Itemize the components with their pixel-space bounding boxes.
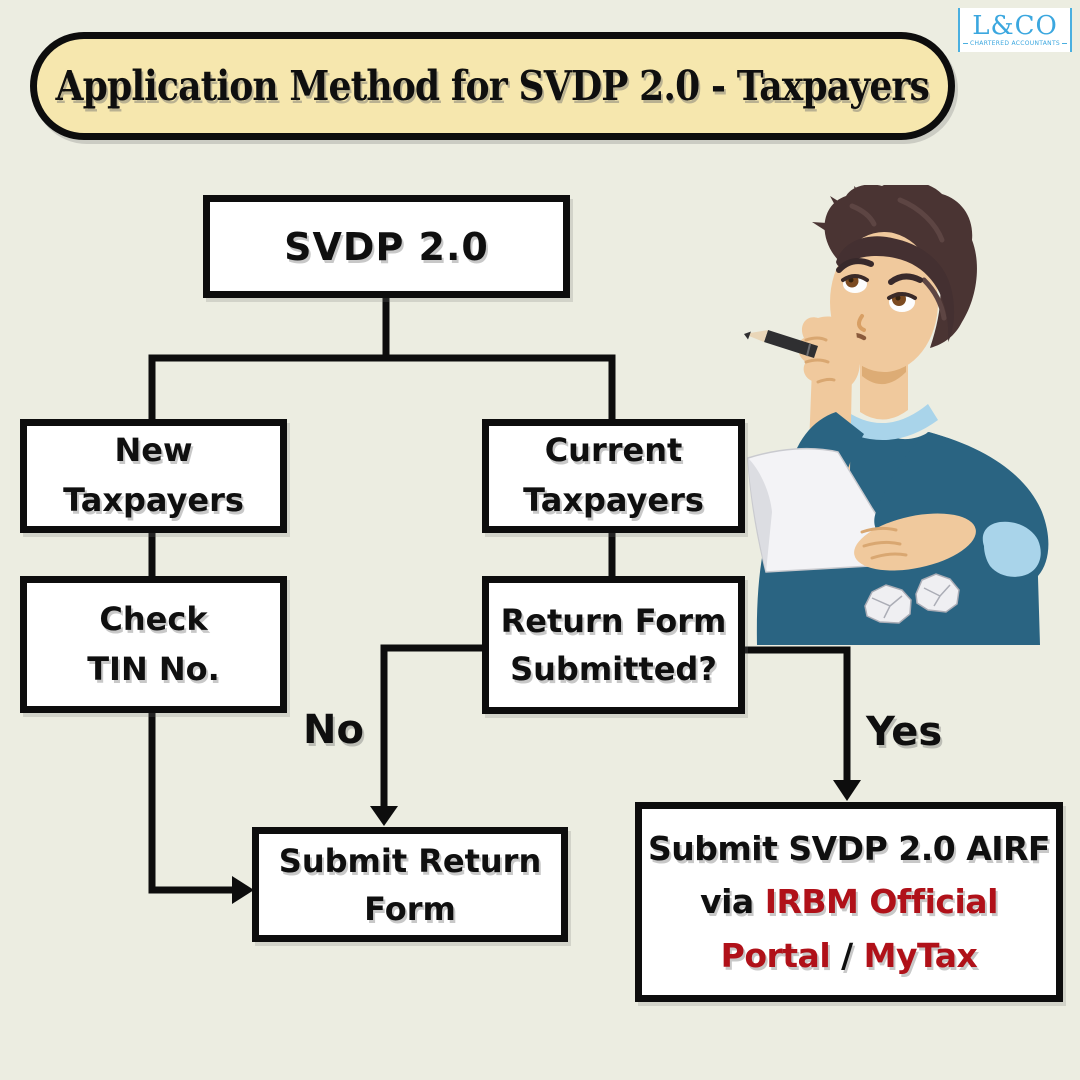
connector-tin-to-submit: [148, 713, 236, 894]
man-hair-highlights: [849, 197, 947, 321]
arrowhead-no: [370, 806, 398, 826]
man-eyes: [841, 274, 917, 312]
page-title: Application Method for SVDP 2.0 - Taxpay…: [55, 62, 930, 110]
logo-rule-left: [963, 42, 968, 44]
arrowhead-tin: [232, 876, 254, 904]
man-hair-spike: [812, 222, 842, 240]
node-submit-return-form: Submit Return Form: [252, 827, 568, 942]
logo-tagline: CHARTERED ACCOUNTANTS: [969, 39, 1061, 47]
company-logo: L&CO CHARTERED ACCOUNTANTS: [958, 8, 1072, 52]
man-cuff: [982, 521, 1041, 577]
airf-line-1: Submit SVDP 2.0 AIRF: [648, 828, 1050, 868]
logo-frame: L&CO CHARTERED ACCOUNTANTS: [958, 8, 1072, 52]
logo-tagline-row: CHARTERED ACCOUNTANTS: [963, 40, 1067, 47]
man-hair-spike: [854, 186, 872, 210]
edge-label-yes: Yes: [866, 709, 943, 755]
edge-label-no: No: [303, 707, 364, 753]
node-new-taxpayers: New Taxpayers: [20, 419, 287, 533]
node-return-form-submitted: Return Form Submitted?: [482, 576, 745, 714]
thinking-man-illustration: [744, 185, 1049, 645]
man-hair: [824, 185, 977, 348]
connector-branch-top: [148, 354, 616, 419]
node-current-taxpayers: Current Taxpayers: [482, 419, 745, 533]
title-banner: Application Method for SVDP 2.0 - Taxpay…: [30, 32, 955, 140]
man-finger-lines: [804, 336, 836, 384]
paper-shadow: [748, 458, 772, 572]
logo-rule-right: [1062, 42, 1067, 44]
connector-no-branch: [380, 644, 482, 810]
connector-yes-branch: [745, 646, 851, 784]
man-eyebrows: [836, 258, 923, 285]
logo-name: L&CO: [972, 10, 1058, 41]
node-svdp: SVDP 2.0: [203, 195, 570, 298]
node-check-tin: Check TIN No.: [20, 576, 287, 713]
man-nose: [857, 314, 866, 332]
crumpled-paper-2: [915, 573, 960, 613]
airf-line-3: Portal / MyTax: [720, 935, 978, 975]
man-chin-hand: [798, 316, 860, 391]
crumpled-paper-1: [864, 584, 912, 624]
pencil-icon: [744, 330, 818, 358]
airf-line-2: via IRBM Official: [700, 882, 998, 922]
man-hair-fringe: [836, 236, 955, 342]
man-right-hand: [854, 513, 976, 571]
arrowhead-yes: [833, 780, 861, 801]
man-hair-spike: [830, 196, 856, 222]
node-submit-airf: Submit SVDP 2.0 AIRF via IRBM Official P…: [635, 802, 1063, 1002]
